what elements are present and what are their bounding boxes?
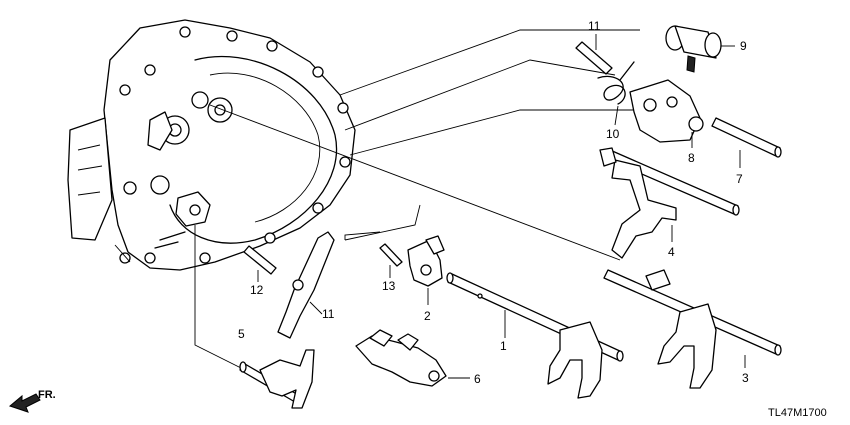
callout-10: 10 — [606, 127, 620, 141]
callout-12-lower: 12 — [250, 283, 264, 297]
part-12-lower-pin — [243, 245, 277, 282]
part-10-spring — [597, 61, 635, 126]
part-8-bracket — [629, 79, 704, 148]
part-5-small-fork — [239, 349, 315, 409]
front-direction-indicator: FR. — [8, 389, 56, 413]
front-arrow-icon — [8, 393, 41, 413]
part-9-switch — [665, 25, 735, 73]
part-3-shaft-fork — [603, 269, 782, 389]
part-4-fork — [599, 147, 740, 259]
part-2-shift-piece — [407, 235, 445, 305]
callouts: 11 9 10 8 7 4 13 12 11 2 1 5 6 3 — [238, 19, 749, 386]
callout-12-upper: 11 — [588, 19, 601, 33]
callout-13: 13 — [382, 279, 396, 293]
part-6-interlock-plate — [355, 329, 470, 387]
part-1-shaft-fork — [446, 272, 624, 399]
part-13-pin — [379, 243, 403, 278]
leader-lines — [114, 29, 655, 371]
transmission-case — [67, 19, 356, 271]
callout-5: 5 — [238, 327, 245, 341]
part-12-upper-pin — [575, 34, 613, 75]
callout-9: 9 — [740, 39, 747, 53]
callout-8: 8 — [688, 151, 695, 165]
callout-2: 2 — [424, 309, 431, 323]
part-11-lever — [277, 231, 335, 339]
diagram-code: TL47M1700 — [768, 407, 827, 419]
callout-1: 1 — [500, 339, 507, 353]
callout-7: 7 — [736, 172, 743, 186]
callout-4: 4 — [668, 245, 675, 259]
callout-11: 11 — [322, 307, 335, 321]
part-7-short-shaft — [711, 117, 782, 168]
callout-3: 3 — [742, 371, 749, 385]
callout-6: 6 — [474, 372, 481, 386]
front-label: FR. — [38, 389, 56, 401]
